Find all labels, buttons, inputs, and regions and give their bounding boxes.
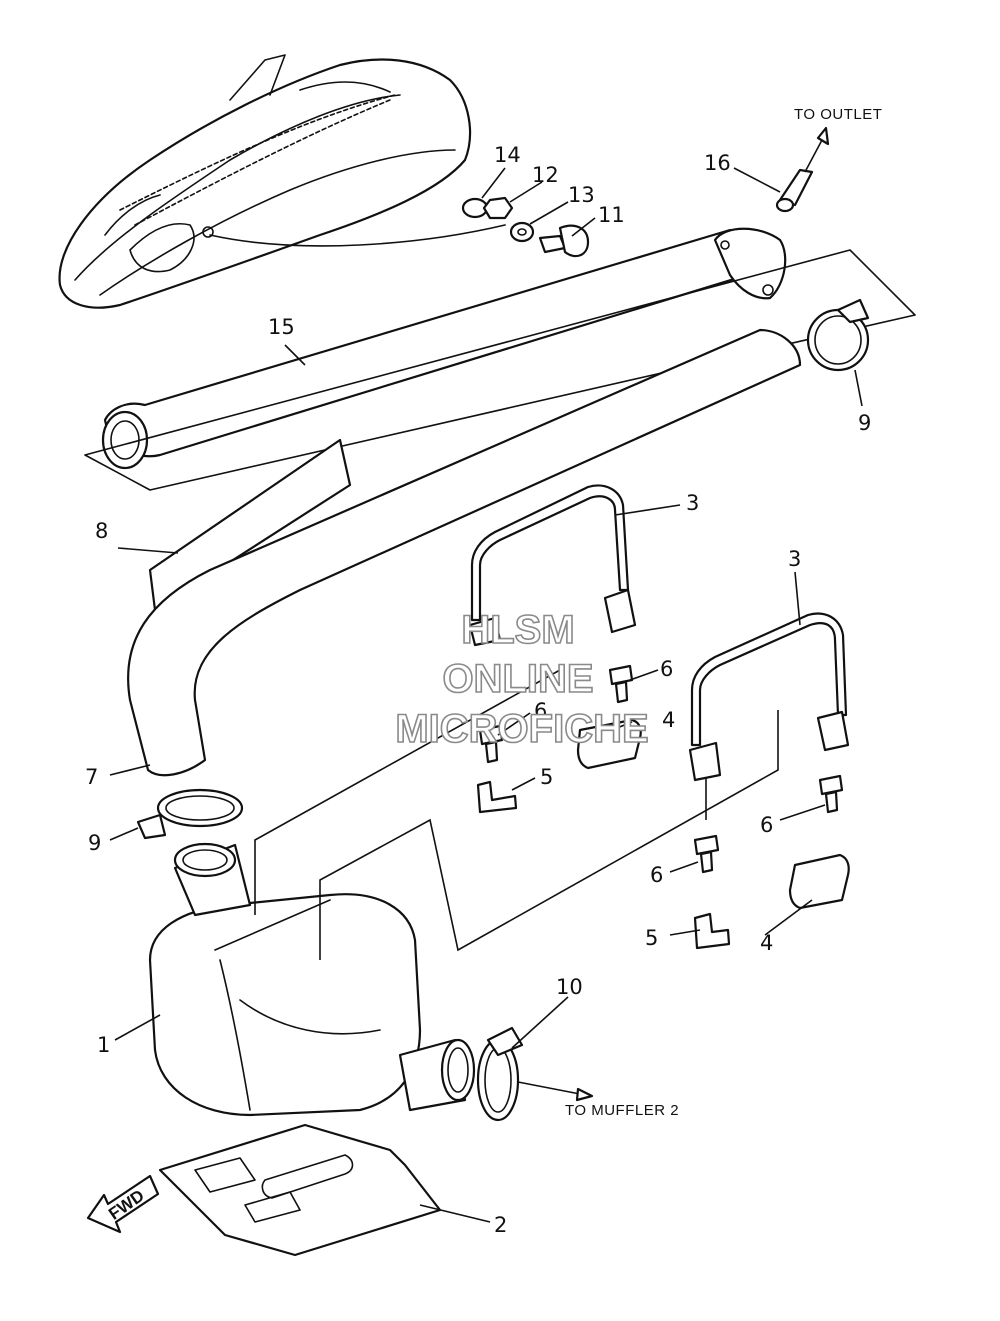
dampers xyxy=(576,718,850,910)
watermark-line-3: MICROFICHE xyxy=(395,707,648,751)
callout-3-lower: 3 xyxy=(788,547,801,571)
callout-10: 10 xyxy=(556,975,583,999)
muffler-body xyxy=(148,842,476,1117)
callout-5-lower: 5 xyxy=(645,926,658,950)
insulation-pad xyxy=(148,438,352,612)
bottom-plate xyxy=(158,1123,442,1257)
to-muffler-note: TO MUFFLER 2 xyxy=(565,1102,679,1119)
fitting-parts xyxy=(461,196,590,258)
callout-6-upper-right: 6 xyxy=(660,657,673,681)
forward-arrow-icon: FWD xyxy=(86,1174,160,1234)
callout-7: 7 xyxy=(85,765,98,789)
nipple-fitting xyxy=(775,126,830,213)
callout-6-lower-left: 6 xyxy=(650,863,663,887)
hose-clamp-upper xyxy=(806,298,870,372)
callout-16: 16 xyxy=(704,151,731,175)
callout-11: 11 xyxy=(598,203,625,227)
callout-15: 15 xyxy=(268,315,295,339)
note-arrows xyxy=(517,1081,594,1102)
muffler-band-lower xyxy=(688,612,850,782)
watercraft-hull xyxy=(58,54,506,309)
exhaust-pipe xyxy=(101,227,787,470)
watermark-line-2: ONLINE xyxy=(442,657,593,701)
callout-13: 13 xyxy=(568,183,595,207)
callout-3-upper: 3 xyxy=(686,491,699,515)
callout-5-upper: 5 xyxy=(540,765,553,789)
leader-lines xyxy=(109,167,863,1223)
watermark-line-1: HLSM xyxy=(461,608,574,652)
callout-1: 1 xyxy=(97,1033,110,1057)
exhaust-hose xyxy=(127,328,802,777)
callout-14: 14 xyxy=(494,143,521,167)
hose-clamp-muffler xyxy=(476,1026,524,1122)
callout-2: 2 xyxy=(494,1213,507,1237)
callout-8: 8 xyxy=(95,519,108,543)
hose-clamp-lower xyxy=(136,788,244,840)
callout-6-lower-right: 6 xyxy=(760,813,773,837)
muffler-band-upper xyxy=(468,484,637,647)
bolts xyxy=(478,664,844,874)
clips xyxy=(476,780,731,950)
callout-4-lower: 4 xyxy=(760,931,773,955)
callout-9-lower: 9 xyxy=(88,831,101,855)
callout-12: 12 xyxy=(532,163,559,187)
callout-9-upper: 9 xyxy=(858,411,871,435)
callout-labels: 1 2 3 3 4 4 5 5 6 6 6 6 7 8 9 9 10 11 12… xyxy=(85,143,871,1237)
to-outlet-note: TO OUTLET xyxy=(794,106,882,123)
watermark: HLSM ONLINE MICROFICHE xyxy=(395,607,650,752)
callout-6-upper-left: 6 xyxy=(534,699,547,723)
pipe-guide-plate xyxy=(84,249,916,491)
callout-4-upper: 4 xyxy=(662,708,675,732)
